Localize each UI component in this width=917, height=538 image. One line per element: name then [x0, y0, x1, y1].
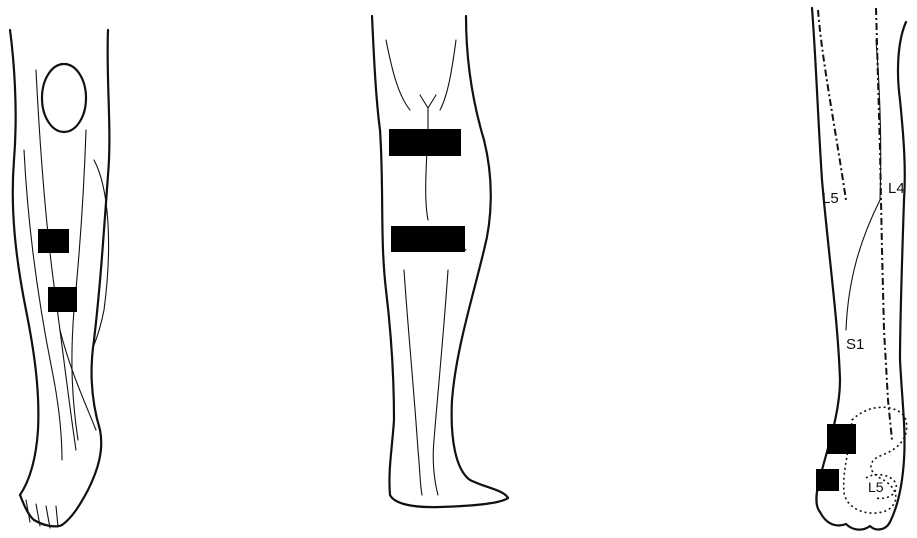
patella	[42, 64, 86, 132]
posterior-electrode-upper	[389, 129, 461, 156]
achilles-line-2	[433, 270, 448, 495]
foot-outline-dorsum	[890, 200, 905, 522]
label-l4: L4	[888, 180, 905, 197]
anterior-muscle-line-2	[72, 130, 86, 440]
popliteal-y-left	[420, 95, 436, 108]
posterior-muscle-line	[386, 40, 456, 110]
achilles-line-1	[404, 270, 422, 495]
posterior-leg-panel	[372, 16, 508, 507]
posterior-electrode-lower	[391, 226, 465, 252]
anterior-leg-panel	[10, 30, 109, 528]
label-l5-foot: L5	[868, 479, 884, 495]
foot-ridge-line	[846, 200, 880, 330]
dermatome-foot-panel: L4 L5 S1 L5	[812, 8, 907, 530]
foot-electrode-upper	[827, 424, 856, 454]
posterior-heel-outline	[390, 495, 508, 507]
anterior-electrode-lower	[48, 287, 77, 312]
dermatome-boundary-l4	[876, 8, 892, 440]
anterior-electrode-upper	[38, 229, 69, 253]
label-l5-upper: L5	[822, 190, 839, 207]
dermatome-foot-region-l5	[844, 407, 907, 513]
label-s1: S1	[846, 336, 864, 353]
foot-leg-outline-right	[898, 22, 906, 200]
posterior-leg-outline-left	[372, 16, 394, 495]
posterior-leg-outline-right	[452, 16, 508, 498]
foot-electrode-lower	[816, 469, 839, 491]
foot-toes	[820, 512, 890, 530]
